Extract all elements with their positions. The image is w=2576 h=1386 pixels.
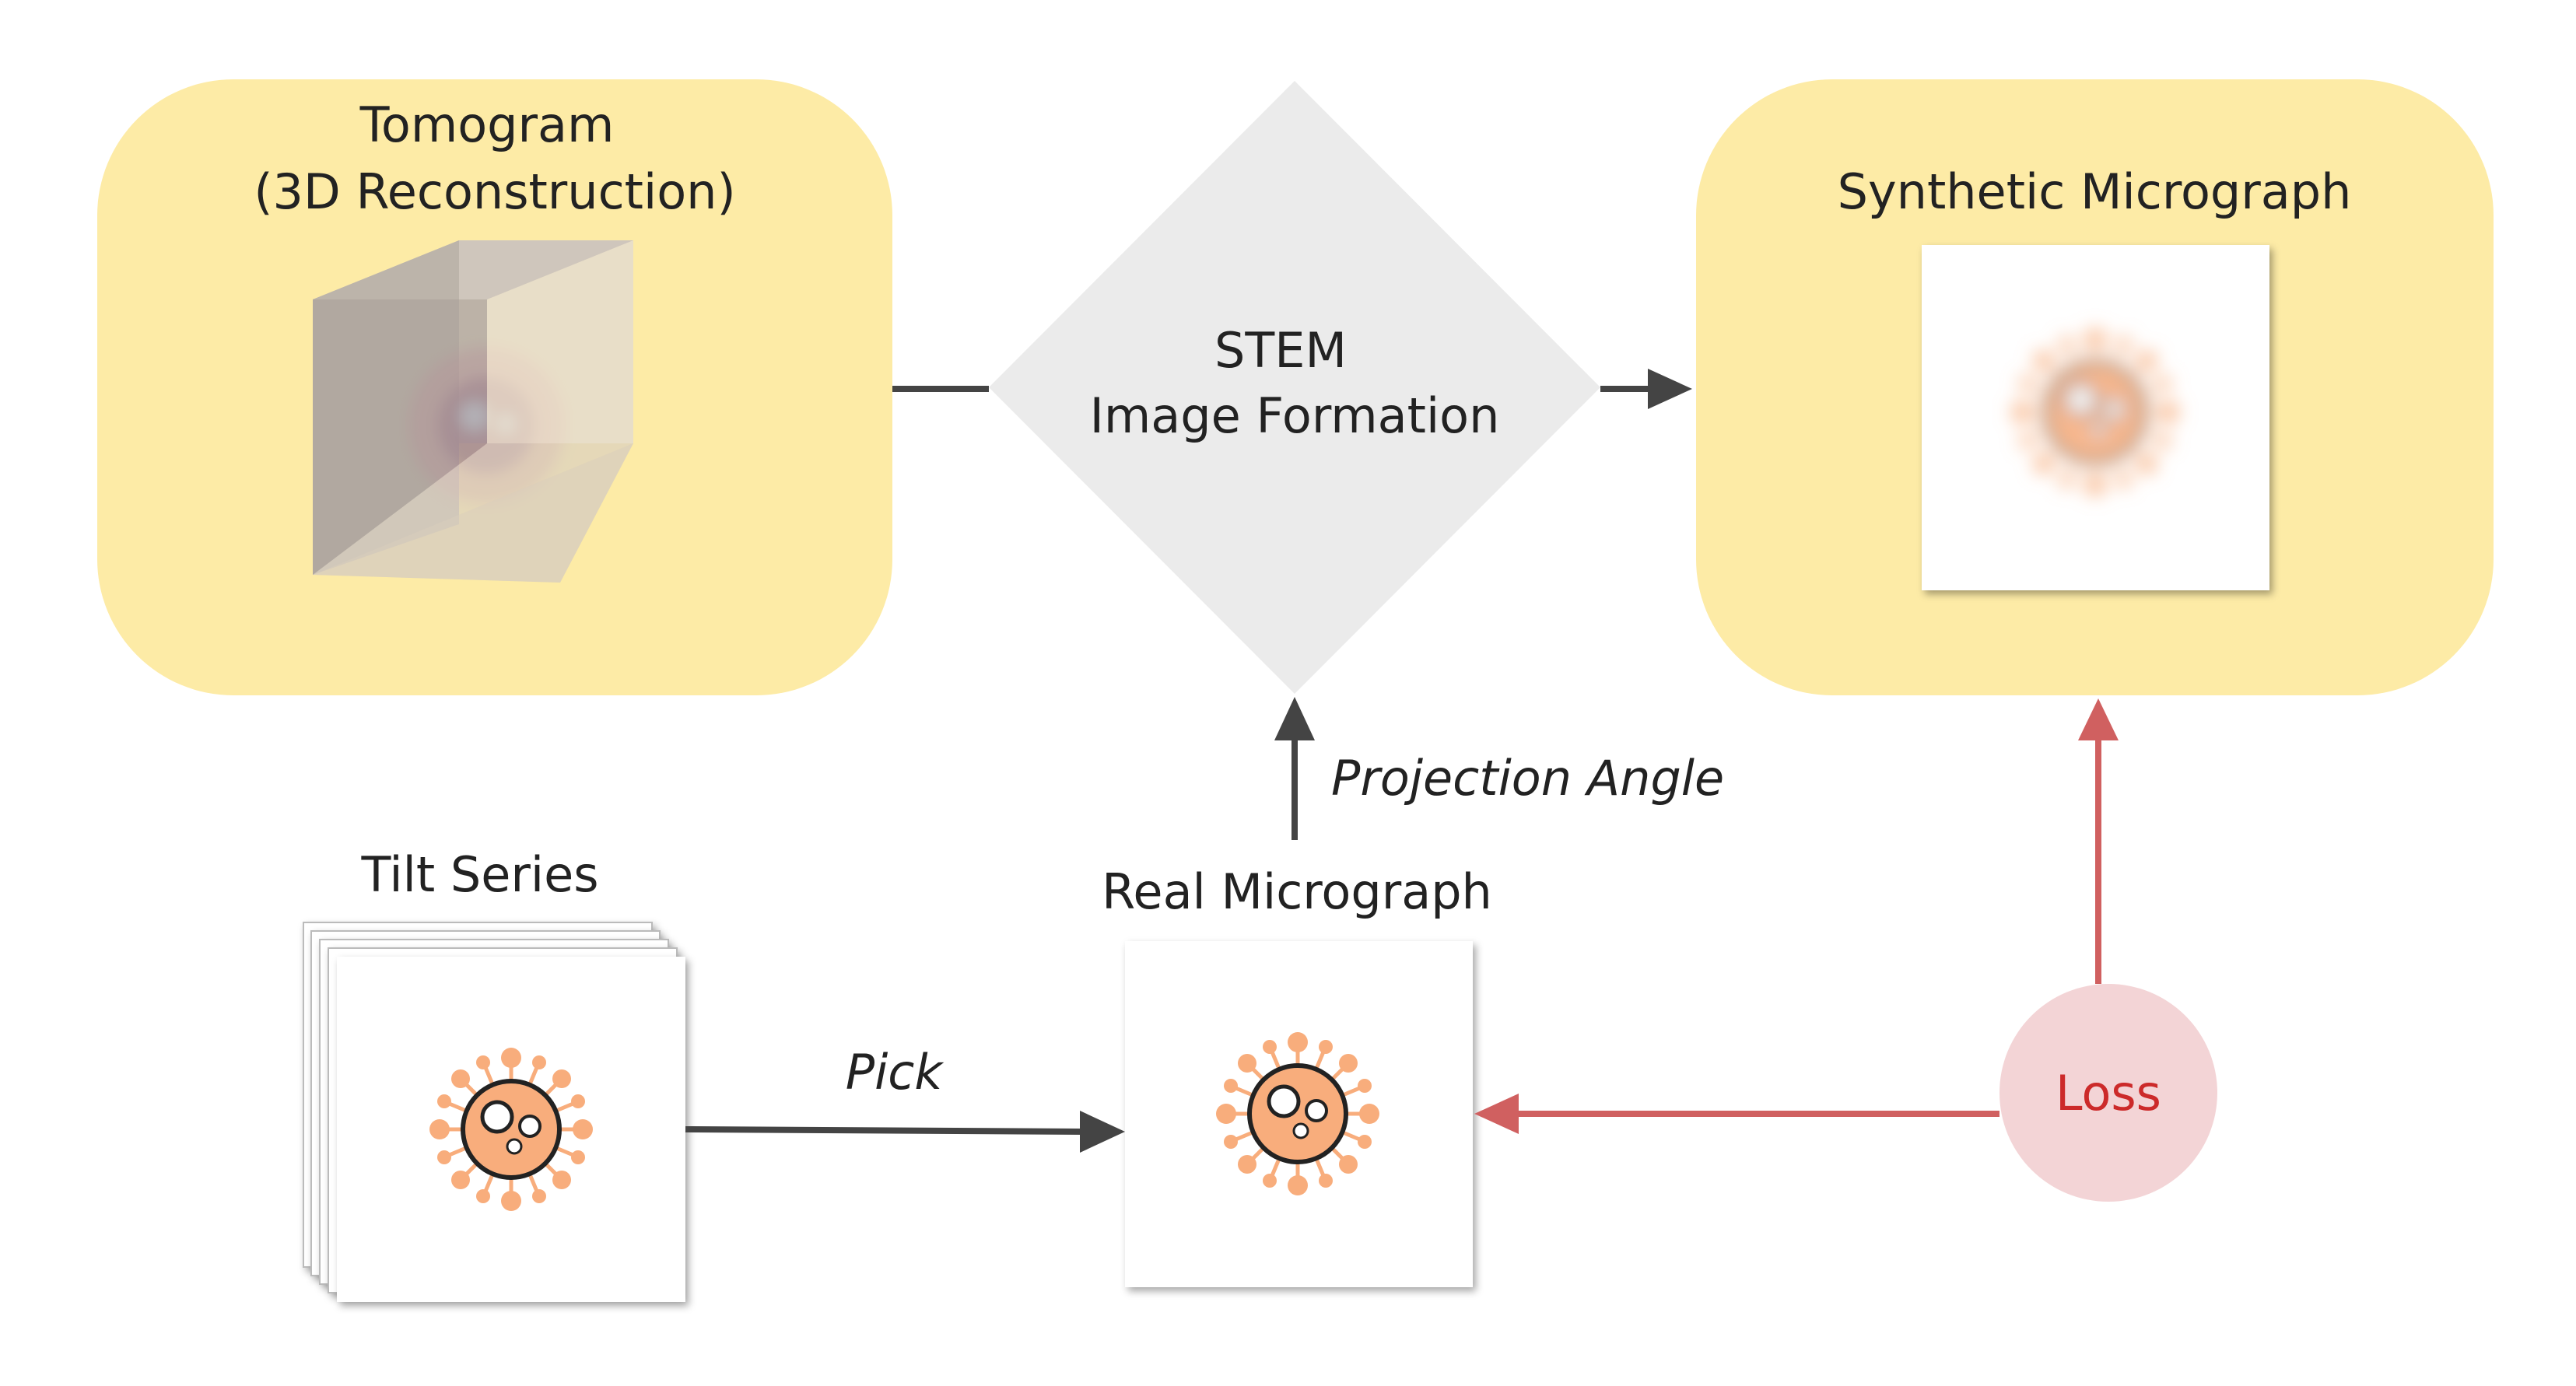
arrowhead-to-real	[1080, 1111, 1125, 1153]
loss-node: Loss	[1999, 984, 2217, 1202]
stem-diamond	[989, 81, 1600, 694]
edge-pick	[685, 1111, 1125, 1153]
cube-front-lower-face	[313, 443, 633, 583]
loss-circle	[1999, 984, 2217, 1202]
projection-angle-label: Projection Angle	[1331, 750, 1724, 807]
arrowhead-to-stem	[1274, 697, 1315, 740]
real-micrograph: Real Micrograph	[1102, 863, 1492, 1287]
arrowhead-red-to-real	[1474, 1094, 1519, 1134]
edges: Projection Angle Pick	[685, 369, 2119, 1153]
stem-label-line2: Image Formation	[1090, 387, 1500, 444]
synthetic-panel: Synthetic Micrograph	[1696, 79, 2494, 695]
real-micrograph-title: Real Micrograph	[1102, 863, 1492, 920]
tomogram-title-line1: Tomogram	[359, 96, 615, 153]
tilt-series-title: Tilt Series	[360, 846, 598, 903]
stem-label-line1: STEM	[1214, 322, 1347, 379]
pick-label: Pick	[846, 1044, 945, 1101]
tilt-series: Tilt Series	[303, 846, 685, 1302]
cube-front-face	[313, 299, 487, 575]
edge-stem-to-synthetic	[1600, 369, 1692, 409]
stem-node: STEM Image Formation	[989, 81, 1600, 694]
loss-label: Loss	[2056, 1065, 2161, 1122]
arrowhead-red-to-synthetic	[2078, 698, 2119, 740]
tomogram-panel: Tomogram (3D Reconstruction)	[97, 79, 892, 695]
synthetic-title: Synthetic Micrograph	[1838, 163, 2352, 220]
tomogram-cube	[313, 240, 633, 583]
tomogram-title-line2: (3D Reconstruction)	[254, 163, 735, 220]
arrowhead-to-synthetic	[1648, 369, 1692, 409]
cube-right-face	[487, 240, 633, 443]
edge-loss-to-real	[1474, 1094, 1999, 1134]
edge-loss-to-synthetic	[2078, 698, 2119, 984]
edge-projection-angle	[1274, 697, 1315, 840]
